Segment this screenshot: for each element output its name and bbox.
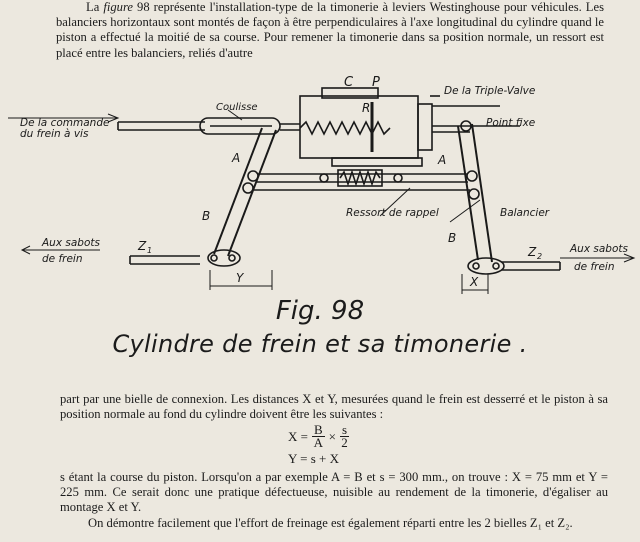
frac-b: B bbox=[311, 421, 325, 437]
label-z2-sub: 2 bbox=[537, 252, 542, 261]
example-paragraph: s étant la course du piston. Lorsqu'on a… bbox=[60, 470, 608, 531]
label-triple-valve: De la Triple-Valve bbox=[444, 85, 535, 97]
label-sabots-left-2: de frein bbox=[42, 253, 83, 265]
fraction-s-over-2: s 2 bbox=[340, 421, 350, 450]
right-lever-a bbox=[457, 125, 479, 261]
label-z1: Z bbox=[137, 239, 147, 253]
label-z2: Z bbox=[527, 245, 537, 259]
figure-caption: Cylindre de frein et sa timonerie . bbox=[112, 330, 528, 358]
label-z1-sub: 1 bbox=[147, 246, 152, 255]
label-commande: De la commande bbox=[20, 117, 109, 129]
label-point-fixe: Point fixe bbox=[486, 117, 535, 129]
cylinder-body bbox=[299, 95, 419, 159]
figure-number: Fig. 98 bbox=[275, 296, 365, 326]
distances-text: part par une bielle de connexion. Les di… bbox=[60, 392, 608, 422]
label-sabots-left: Aux sabots bbox=[41, 237, 101, 249]
intro-rest: 98 représente l'installation-type de la … bbox=[56, 0, 604, 60]
label-commande-2: du frein à vis bbox=[20, 128, 89, 140]
label-a-right: A bbox=[437, 153, 446, 167]
intro-lead: La bbox=[86, 0, 100, 14]
intro-paragraph: La figure 98 représente l'installation-t… bbox=[56, 0, 604, 61]
label-p: P bbox=[372, 75, 380, 90]
return-spring-coil bbox=[339, 169, 381, 187]
formula-x: X = B A × s 2 bbox=[288, 423, 353, 449]
frac-a: A bbox=[313, 434, 324, 450]
distances-paragraph: part par une bielle de connexion. Les di… bbox=[60, 392, 608, 422]
intro-figure-word: figure bbox=[103, 0, 133, 14]
label-b-left: B bbox=[202, 209, 210, 223]
formula-y: Y = s + X bbox=[288, 449, 353, 467]
label-y: Y bbox=[236, 271, 245, 285]
right-top-pin bbox=[460, 120, 472, 132]
left-lever-a bbox=[213, 127, 263, 255]
formula-x-lhs: X = bbox=[288, 428, 308, 444]
cylinder-base bbox=[331, 157, 423, 167]
cylinder-cap bbox=[321, 87, 379, 99]
label-sabots-right-2: de frein bbox=[574, 261, 615, 273]
right-pin-upper bbox=[466, 170, 478, 182]
label-r: R bbox=[362, 101, 370, 115]
cylinder-end bbox=[417, 103, 433, 151]
left-pin-lower bbox=[242, 182, 254, 194]
left-lever-b bbox=[227, 129, 277, 257]
label-balancier: Balancier bbox=[500, 207, 550, 219]
z1-end bbox=[207, 249, 241, 267]
formula-times: × bbox=[328, 428, 336, 444]
brake-diagram: De la commande du frein à vis Coulisse C… bbox=[8, 75, 636, 294]
brake-figure: De la commande du frein à vis Coulisse C… bbox=[0, 70, 640, 370]
left-pin-upper bbox=[247, 170, 259, 182]
label-b-right: B bbox=[448, 231, 456, 245]
frac-s: s bbox=[340, 421, 350, 437]
label-a-left: A bbox=[231, 151, 240, 165]
frac-2: 2 bbox=[341, 434, 348, 450]
label-ressort: Ressort de rappel bbox=[346, 207, 439, 219]
example-text: s étant la course du piston. Lorsqu'on a… bbox=[60, 470, 608, 515]
conclusion-text: On démontre facilement que l'effort de f… bbox=[88, 515, 573, 530]
formula-y-eq: Y = s + X bbox=[288, 450, 340, 466]
label-x: X bbox=[469, 275, 479, 289]
label-sabots-right: Aux sabots bbox=[569, 243, 629, 255]
right-pin-lower bbox=[468, 188, 480, 200]
cylinder-spring bbox=[299, 120, 391, 136]
right-lever-b bbox=[471, 123, 493, 263]
label-coulisse: Coulisse bbox=[216, 102, 258, 113]
formula: X = B A × s 2 Y = s + X bbox=[288, 423, 353, 467]
label-c: C bbox=[344, 75, 354, 90]
fraction-b-over-a: B A bbox=[311, 421, 325, 450]
z2-end bbox=[467, 257, 505, 275]
